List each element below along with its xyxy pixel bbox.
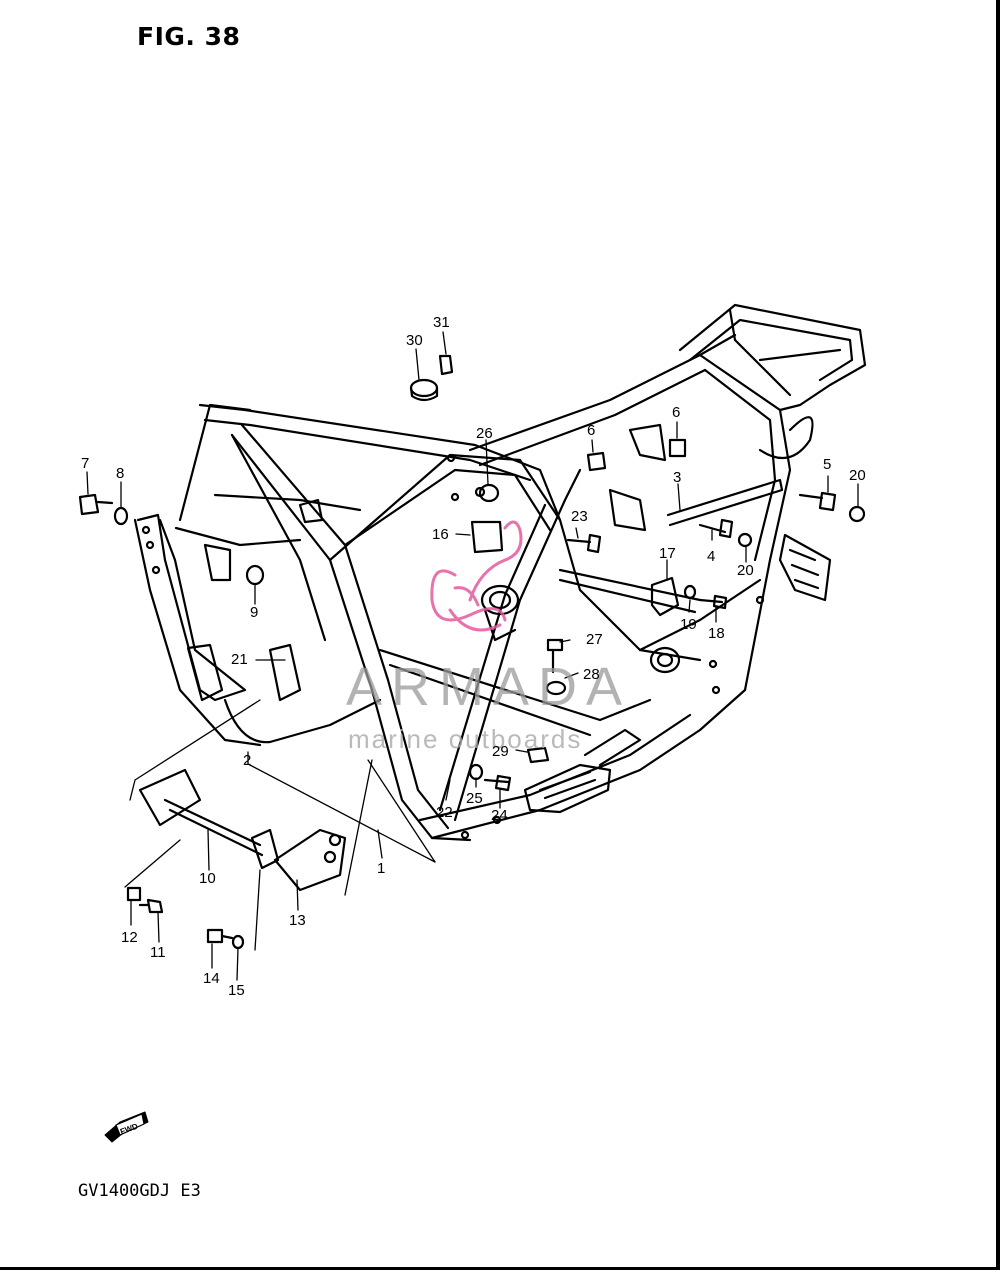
- callout-11: 11: [150, 944, 166, 961]
- callout-2: 2: [243, 752, 252, 769]
- callout-29: 29: [492, 743, 509, 760]
- callout-20b: 20: [737, 562, 754, 579]
- callout-26: 26: [476, 425, 493, 442]
- page-border-bottom: [0, 1267, 1000, 1270]
- watermark-tagline: marine outboards: [348, 724, 583, 754]
- callout-6b: 6: [672, 404, 681, 421]
- callout-19: 19: [680, 616, 697, 633]
- callout-23: 23: [571, 508, 588, 525]
- callout-22: 22: [436, 804, 453, 821]
- callout-9: 9: [250, 604, 259, 621]
- callout-4: 4: [707, 548, 716, 565]
- callout-24: 24: [491, 807, 508, 824]
- callout-8: 8: [116, 465, 125, 482]
- callout-21: 21: [231, 651, 248, 668]
- leader-lines: [86, 331, 859, 981]
- callout-13: 13: [289, 912, 306, 929]
- callout-3: 3: [673, 469, 682, 486]
- callout-10: 10: [199, 870, 216, 887]
- callout-27: 27: [586, 631, 603, 648]
- callout-28: 28: [583, 666, 600, 683]
- fwd-arrow-icon: FWD: [104, 1111, 149, 1143]
- model-code: GV1400GDJ E3: [78, 1181, 201, 1201]
- callout-7: 7: [81, 455, 90, 472]
- callout-1: 1: [377, 860, 386, 877]
- callout-17: 17: [659, 545, 676, 562]
- callout-12: 12: [121, 929, 138, 946]
- callout-30: 30: [406, 332, 423, 349]
- hardware-parts: [78, 354, 866, 950]
- callout-18: 18: [708, 625, 725, 642]
- callout-31: 31: [433, 314, 450, 331]
- callout-5: 5: [823, 456, 832, 473]
- callout-6a: 6: [587, 422, 596, 439]
- callout-20a: 20: [849, 467, 866, 484]
- callout-16: 16: [432, 526, 449, 543]
- page-border-right: [996, 0, 1000, 1270]
- callout-25: 25: [466, 790, 483, 807]
- watermark-brand: ARMADA: [346, 657, 632, 717]
- main-frame: [133, 303, 867, 842]
- callout-14: 14: [203, 970, 220, 987]
- armada-logo-icon: [430, 520, 523, 632]
- figure-title: FIG. 38: [137, 22, 241, 51]
- callout-15: 15: [228, 982, 245, 999]
